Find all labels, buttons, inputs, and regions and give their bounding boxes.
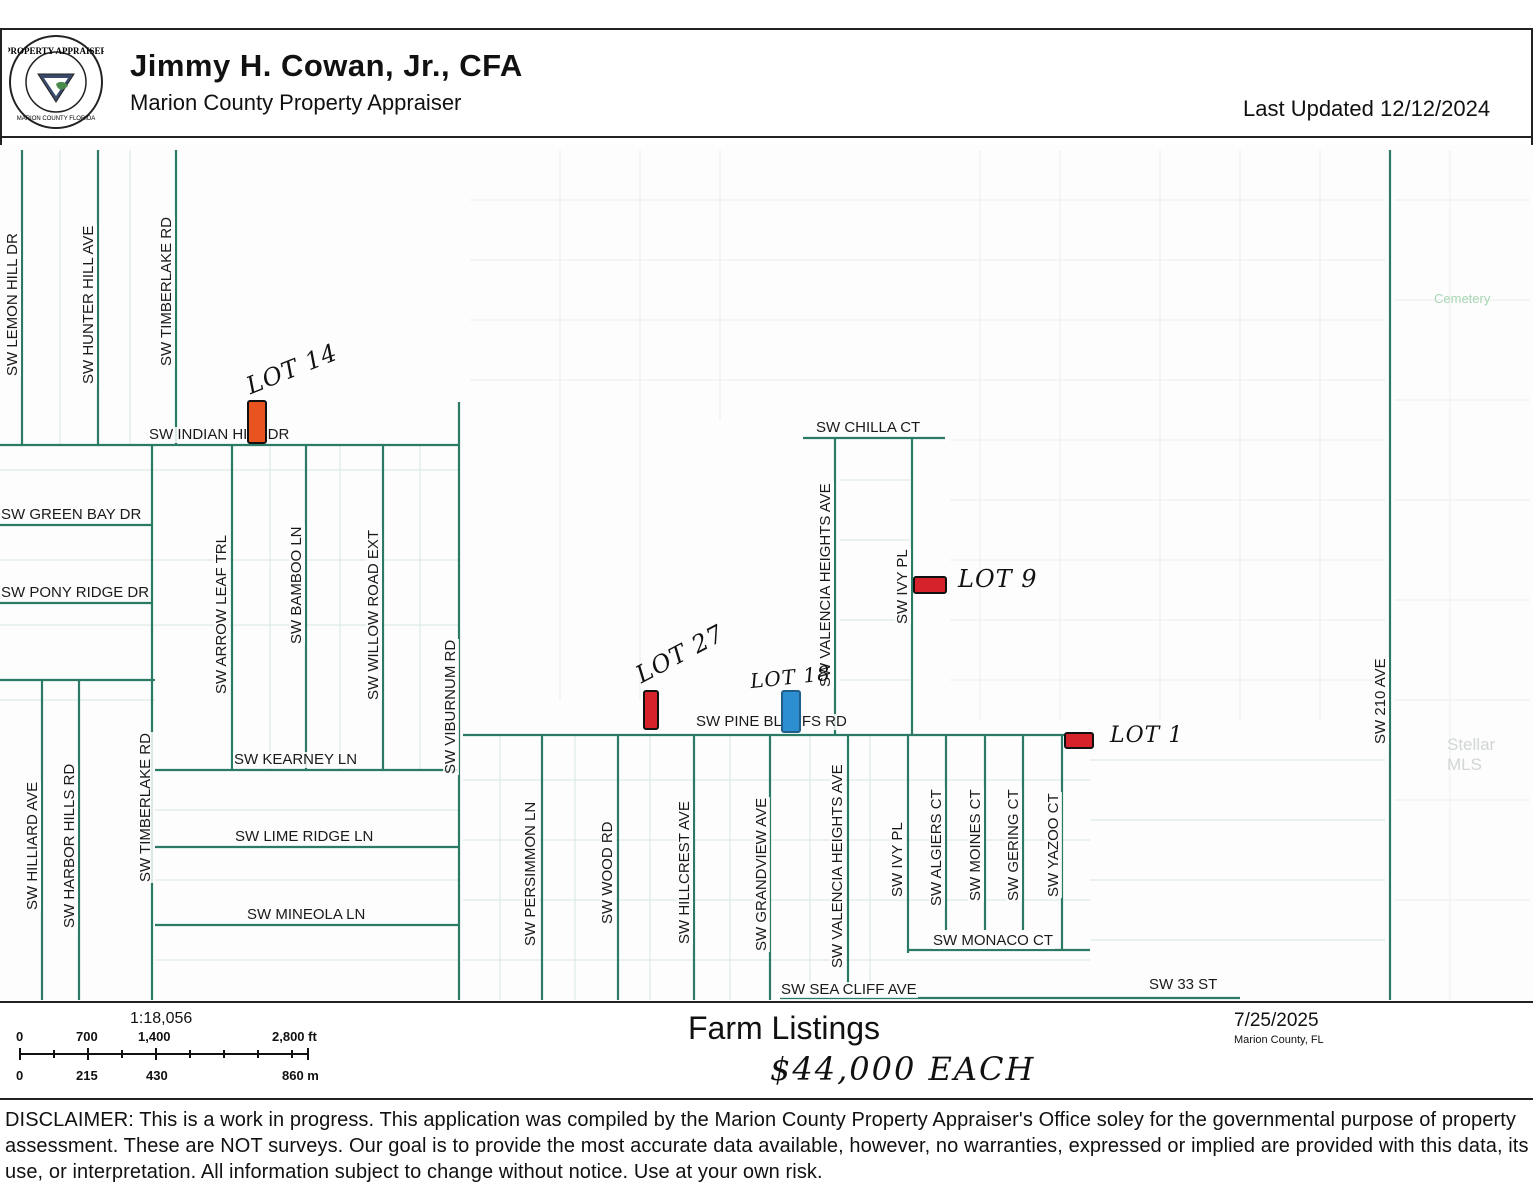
street-sw-valencia-heights-ave-north[interactable]: SW VALENCIA HEIGHTS AVE (817, 482, 834, 688)
scale-ft-1400: 1,400 (138, 1029, 171, 1044)
street-sw-gering-ct[interactable]: SW GERING CT (1005, 788, 1022, 902)
street-sw-arrow-leaf-trl[interactable]: SW ARROW LEAF TRL (213, 534, 230, 695)
street-sw-hunter-hill-ave[interactable]: SW HUNTER HILL AVE (80, 224, 97, 385)
street-sw-timberlake-rd-north[interactable]: SW TIMBERLAKE RD (158, 216, 175, 367)
street-sw-bamboo-ln[interactable]: SW BAMBOO LN (288, 525, 305, 645)
street-sw-lemon-hill-dr[interactable]: SW LEMON HILL DR (4, 232, 21, 377)
scale-bar (19, 1048, 309, 1060)
street-sw-33-st[interactable]: SW 33 ST (1148, 976, 1219, 993)
scale-m-860: 860 m (282, 1068, 319, 1083)
map-county: Marion County, FL (1234, 1034, 1324, 1046)
lot-14-marker[interactable] (247, 400, 267, 444)
street-sw-pine-bluffs-rd[interactable]: SW PINE BLUFFS RD (695, 713, 848, 730)
scale-ft-0: 0 (16, 1029, 24, 1044)
street-sw-viburnum-rd[interactable]: SW VIBURNUM RD (442, 638, 459, 775)
street-sw-harbor-hills-rd[interactable]: SW HARBOR HILLS RD (61, 762, 78, 929)
parcel-lines (0, 150, 1385, 1000)
lot-27-marker[interactable] (643, 690, 659, 730)
lot-1-marker[interactable] (1064, 732, 1094, 749)
seal-subtext: MARION COUNTY FLORIDA (17, 116, 96, 122)
scale-ratio: 1:18,056 (130, 1010, 193, 1027)
map-date: 7/25/2025 (1234, 1010, 1319, 1031)
seal-text: PROPERTY APPRAISER (8, 46, 104, 56)
header-divider (0, 136, 1533, 138)
disclaimer-divider (0, 1098, 1533, 1100)
street-sw-ivy-pl-north[interactable]: SW IVY PL (894, 548, 911, 625)
street-sw-moines-ct[interactable]: SW MOINES CT (967, 788, 984, 902)
handwritten-price: $44,000 EACH (770, 1050, 1036, 1088)
road-network (0, 150, 1530, 1000)
street-sw-green-bay-dr[interactable]: SW GREEN BAY DR (0, 506, 143, 523)
street-sw-pony-ridge-dr[interactable]: SW PONY RIDGE DR (0, 584, 151, 601)
parcel-map[interactable]: Cemetery Stellar MLS SW INDIAN HILL DR S… (0, 145, 1533, 1001)
scale-ft-2800: 2,800 ft (272, 1029, 317, 1044)
cemetery-label: Cemetery (1434, 291, 1491, 306)
scale-m-215: 215 (76, 1068, 98, 1083)
street-sw-wood-rd[interactable]: SW WOOD RD (599, 820, 616, 925)
lot-9-marker[interactable] (913, 576, 947, 594)
background-grid (470, 150, 1530, 1000)
street-sw-persimmon-ln[interactable]: SW PERSIMMON LN (522, 800, 539, 947)
lot-18-marker[interactable] (781, 690, 801, 733)
property-appraiser-seal: PROPERTY APPRAISER MARION COUNTY FLORIDA (8, 35, 104, 129)
street-sw-hilliard-ave[interactable]: SW HILLIARD AVE (24, 780, 41, 911)
scale-m-0: 0 (16, 1068, 24, 1083)
mls-watermark: Stellar MLS (1447, 735, 1496, 774)
street-sw-ivy-pl-south[interactable]: SW IVY PL (889, 821, 906, 898)
street-sw-lime-ridge-ln[interactable]: SW LIME RIDGE LN (234, 828, 375, 845)
street-sw-willow-road-ext[interactable]: SW WILLOW ROAD EXT (365, 528, 382, 701)
appraiser-subtitle: Marion County Property Appraiser (130, 90, 462, 115)
last-updated: Last Updated 12/12/2024 (1243, 96, 1491, 121)
roads (0, 150, 1392, 1000)
street-sw-timberlake-rd-south[interactable]: SW TIMBERLAKE RD (137, 732, 154, 883)
street-sw-algiers-ct[interactable]: SW ALGIERS CT (928, 788, 945, 907)
street-sw-mineola-ln[interactable]: SW MINEOLA LN (246, 906, 367, 923)
appraiser-name: Jimmy H. Cowan, Jr., CFA (130, 48, 523, 83)
street-sw-hillcrest-ave[interactable]: SW HILLCREST AVE (676, 800, 693, 945)
street-sw-sea-cliff-ave[interactable]: SW SEA CLIFF AVE (780, 981, 918, 998)
street-sw-kearney-ln[interactable]: SW KEARNEY LN (233, 751, 359, 768)
scale-ft-700: 700 (76, 1029, 98, 1044)
map-title: Farm Listings (688, 1010, 881, 1046)
street-sw-grandview-ave[interactable]: SW GRANDVIEW AVE (753, 796, 770, 952)
street-sw-yazoo-ct[interactable]: SW YAZOO CT (1045, 792, 1062, 898)
street-sw-chilla-ct[interactable]: SW CHILLA CT (815, 419, 922, 436)
disclaimer-text: DISCLAIMER: This is a work in progress. … (5, 1109, 1529, 1183)
street-sw-monaco-ct[interactable]: SW MONACO CT (932, 932, 1054, 949)
street-sw-valencia-heights-ave-south[interactable]: SW VALENCIA HEIGHTS AVE (829, 763, 846, 969)
lot-9-label: LOT 9 (958, 565, 1038, 593)
street-sw-210-ave[interactable]: SW 210 AVE (1372, 657, 1389, 745)
scale-m-430: 430 (146, 1068, 168, 1083)
street-sw-indian-hill-dr[interactable]: SW INDIAN HILL DR (148, 426, 291, 443)
lot-1-label: LOT 1 (1110, 723, 1184, 748)
